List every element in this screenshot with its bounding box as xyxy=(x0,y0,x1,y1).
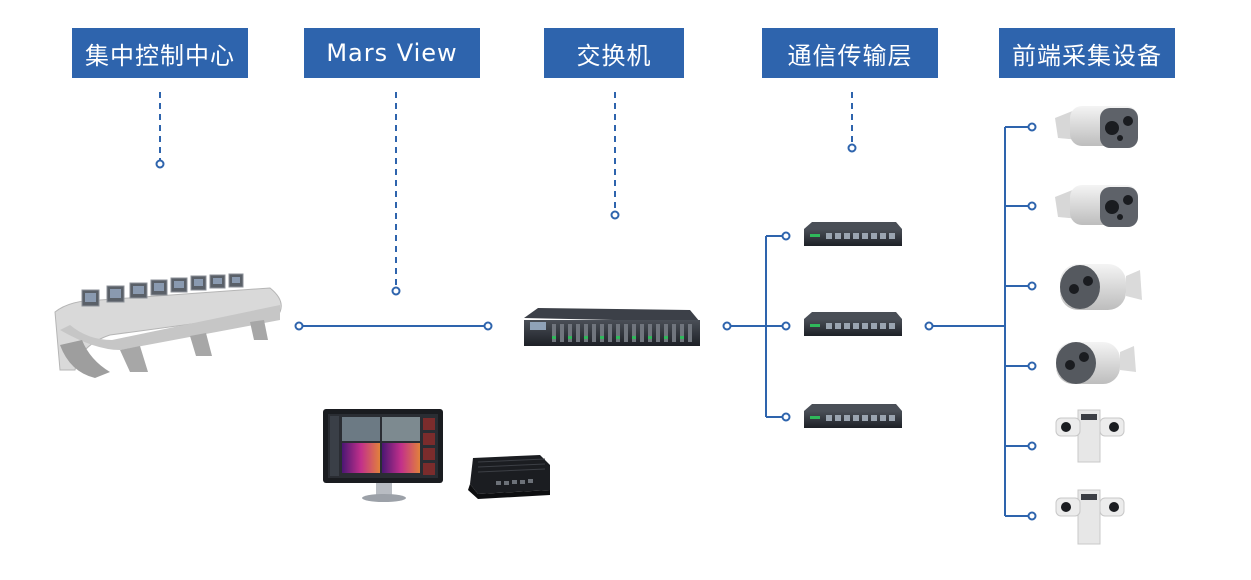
network-switch-icon xyxy=(804,222,902,428)
rack-switch-icon xyxy=(524,308,700,346)
header-control-center: 集中控制中心 xyxy=(72,28,248,78)
connection-endpoints xyxy=(294,122,1037,521)
header-transport-layer: 通信传输层 xyxy=(762,28,938,78)
header-mars-view: Mars View xyxy=(304,28,480,78)
header-front-end: 前端采集设备 xyxy=(999,28,1175,78)
thermal-camera-icon xyxy=(1055,106,1142,545)
connection-lines xyxy=(299,126,1032,517)
monitor-and-edge-box-icon xyxy=(323,409,550,502)
header-front-end-label: 前端采集设备 xyxy=(1012,41,1162,70)
header-drop-endpoints xyxy=(155,143,857,296)
header-control-center-label: 集中控制中心 xyxy=(85,41,235,70)
header-transport-layer-label: 通信传输层 xyxy=(787,41,913,70)
control-console-icon xyxy=(54,273,282,378)
header-switch: 交换机 xyxy=(544,28,684,78)
header-mars-view-label: Mars View xyxy=(326,39,458,67)
header-switch-label: 交换机 xyxy=(576,41,652,70)
header-drop-lines xyxy=(159,92,853,288)
